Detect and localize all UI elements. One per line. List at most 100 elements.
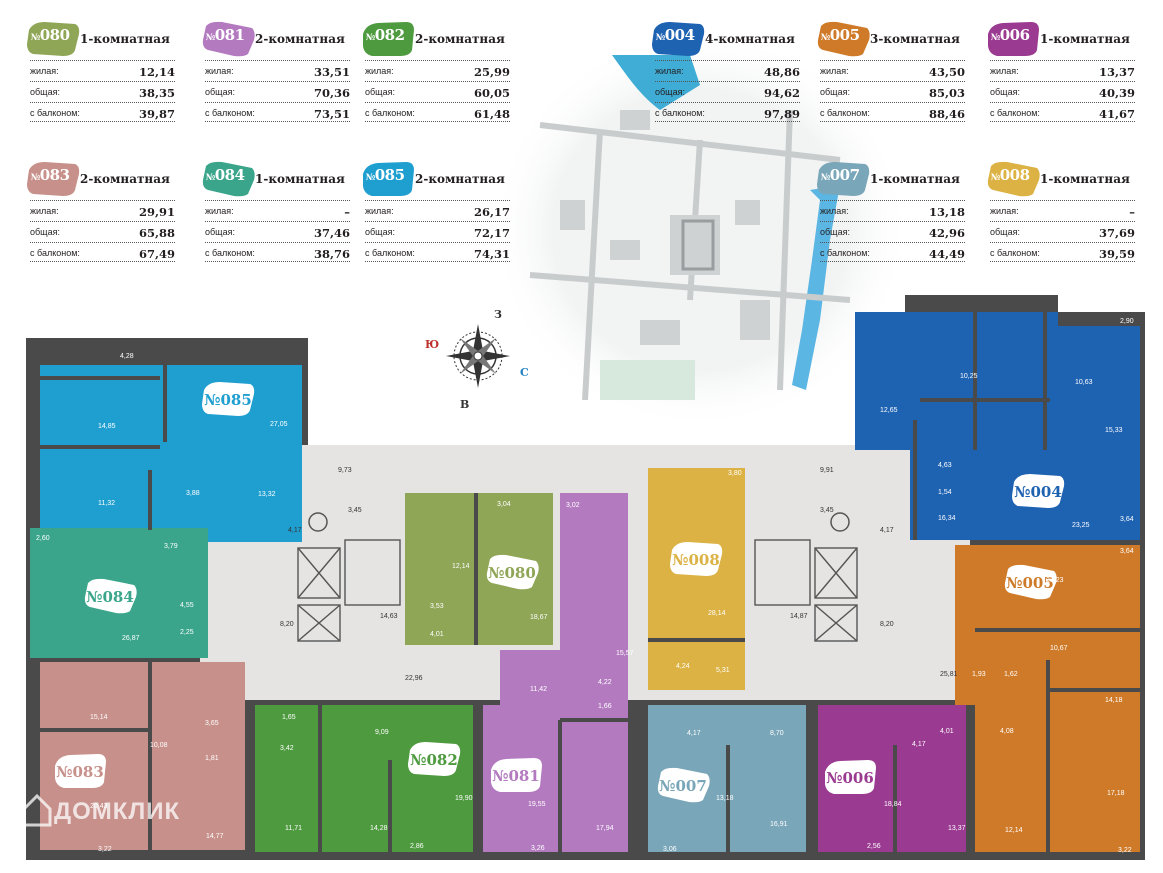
apartment-008[interactable]	[648, 468, 745, 690]
room-area: 17,94	[596, 825, 614, 832]
plan-badge-shape	[657, 767, 710, 803]
room-area: 4,01	[430, 631, 444, 638]
badge-number: №004	[655, 26, 695, 44]
room-area: 13,32	[258, 491, 276, 498]
plan-badge-shape	[670, 542, 723, 576]
badge-shape	[27, 22, 80, 56]
plan-badge-085: №085	[202, 382, 255, 416]
badge-shape	[652, 22, 705, 56]
room-area: 20,43	[90, 803, 108, 810]
plan-badge-number: №083	[56, 763, 104, 781]
room-area: 14,18	[1105, 697, 1123, 704]
balcony-area-value: 39,59	[1098, 247, 1135, 261]
balcony-area-label: с балконом:	[365, 248, 415, 258]
room-area: 3,04	[497, 501, 511, 508]
room-area: 3,53	[430, 603, 444, 610]
living-area-label: жилая:	[820, 66, 849, 76]
total-area-value: 38,35	[138, 86, 175, 100]
balcony-area-label: с балконом:	[990, 248, 1040, 258]
compass-north-label: З	[494, 308, 502, 321]
total-area-value: 72,17	[473, 226, 510, 240]
room-area: 3,42	[280, 745, 294, 752]
room-area: 4,17	[880, 527, 894, 534]
card-bottom-rule	[820, 121, 965, 122]
badge-number: №006	[990, 26, 1030, 44]
room-area: 11,32	[98, 500, 115, 507]
balcony-area-value: 39,87	[138, 107, 175, 121]
total-area-value: 65,88	[138, 226, 175, 240]
living-area-label: жилая:	[30, 66, 59, 76]
room-area: 4,01	[940, 728, 954, 735]
compass-east-label: С	[520, 366, 529, 379]
room-type: 1-комнатная	[255, 172, 345, 186]
room-type: 1-комнатная	[1040, 32, 1130, 46]
room-area: 10,08	[150, 742, 168, 749]
total-area-label: общая:	[990, 227, 1020, 237]
card-bottom-rule	[30, 121, 175, 122]
room-area: 2,60	[36, 535, 50, 542]
room-area: 4,22	[598, 679, 612, 686]
apartment-004[interactable]	[855, 312, 1140, 540]
room-area: 19,55	[528, 801, 546, 808]
room-area: 15,14	[90, 714, 108, 721]
balcony-area-label: с балконом:	[655, 108, 705, 118]
room-area: 4,17	[288, 527, 302, 534]
room-area: 2,86	[410, 843, 424, 850]
living-area-row: жилая:33,51	[205, 60, 350, 82]
room-area: 28,14	[708, 610, 726, 617]
room-area: 1,81	[205, 755, 219, 762]
stair-core-left	[297, 539, 401, 642]
room-area: 4,63	[938, 462, 952, 469]
balcony-area-row: с балконом:41,67	[990, 102, 1135, 124]
total-area-value: 40,39	[1098, 86, 1135, 100]
badge-shape	[817, 162, 870, 196]
plan-badge-084: №084	[84, 578, 137, 614]
badge-number: №081	[205, 26, 245, 44]
badge-shape	[202, 161, 255, 197]
plan-badge-083: №083	[55, 754, 106, 788]
card-bottom-rule	[655, 121, 800, 122]
plan-badge-number: №085	[204, 391, 252, 409]
room-area: 4,17	[687, 730, 701, 737]
interior-walls	[40, 312, 1140, 852]
room-area: 19,90	[455, 795, 473, 802]
total-area-value: 60,05	[473, 86, 510, 100]
total-area-label: общая:	[365, 87, 395, 97]
badge-number: №080	[30, 26, 70, 44]
room-area: 3,45	[348, 507, 362, 514]
badge-number: №005	[820, 26, 860, 44]
room-area: 25,81	[940, 671, 958, 678]
apartment-085[interactable]	[40, 365, 302, 542]
balcony-area-label: с балконом:	[30, 108, 80, 118]
total-area-row: общая:38,35	[30, 81, 175, 103]
card-bottom-rule	[990, 261, 1135, 262]
room-area: 26,87	[122, 635, 140, 642]
room-area: 5,31	[716, 667, 730, 674]
room-area: 17,18	[1107, 790, 1125, 797]
apartment-number-badge: №006	[985, 20, 1041, 58]
living-area-label: жилая:	[365, 66, 394, 76]
apartment-082[interactable]	[255, 705, 473, 852]
plan-badge-shape	[84, 578, 137, 614]
room-type: 2-комнатная	[415, 172, 505, 186]
stair-core-right	[754, 539, 858, 642]
plan-badge-shape	[55, 754, 106, 788]
living-area-row: жилая:13,18	[820, 200, 965, 222]
card-bottom-rule	[365, 121, 510, 122]
balcony-area-row: с балконом:61,48	[365, 102, 510, 124]
compass-south-label: В	[460, 398, 469, 411]
room-type: 2-комнатная	[80, 172, 170, 186]
